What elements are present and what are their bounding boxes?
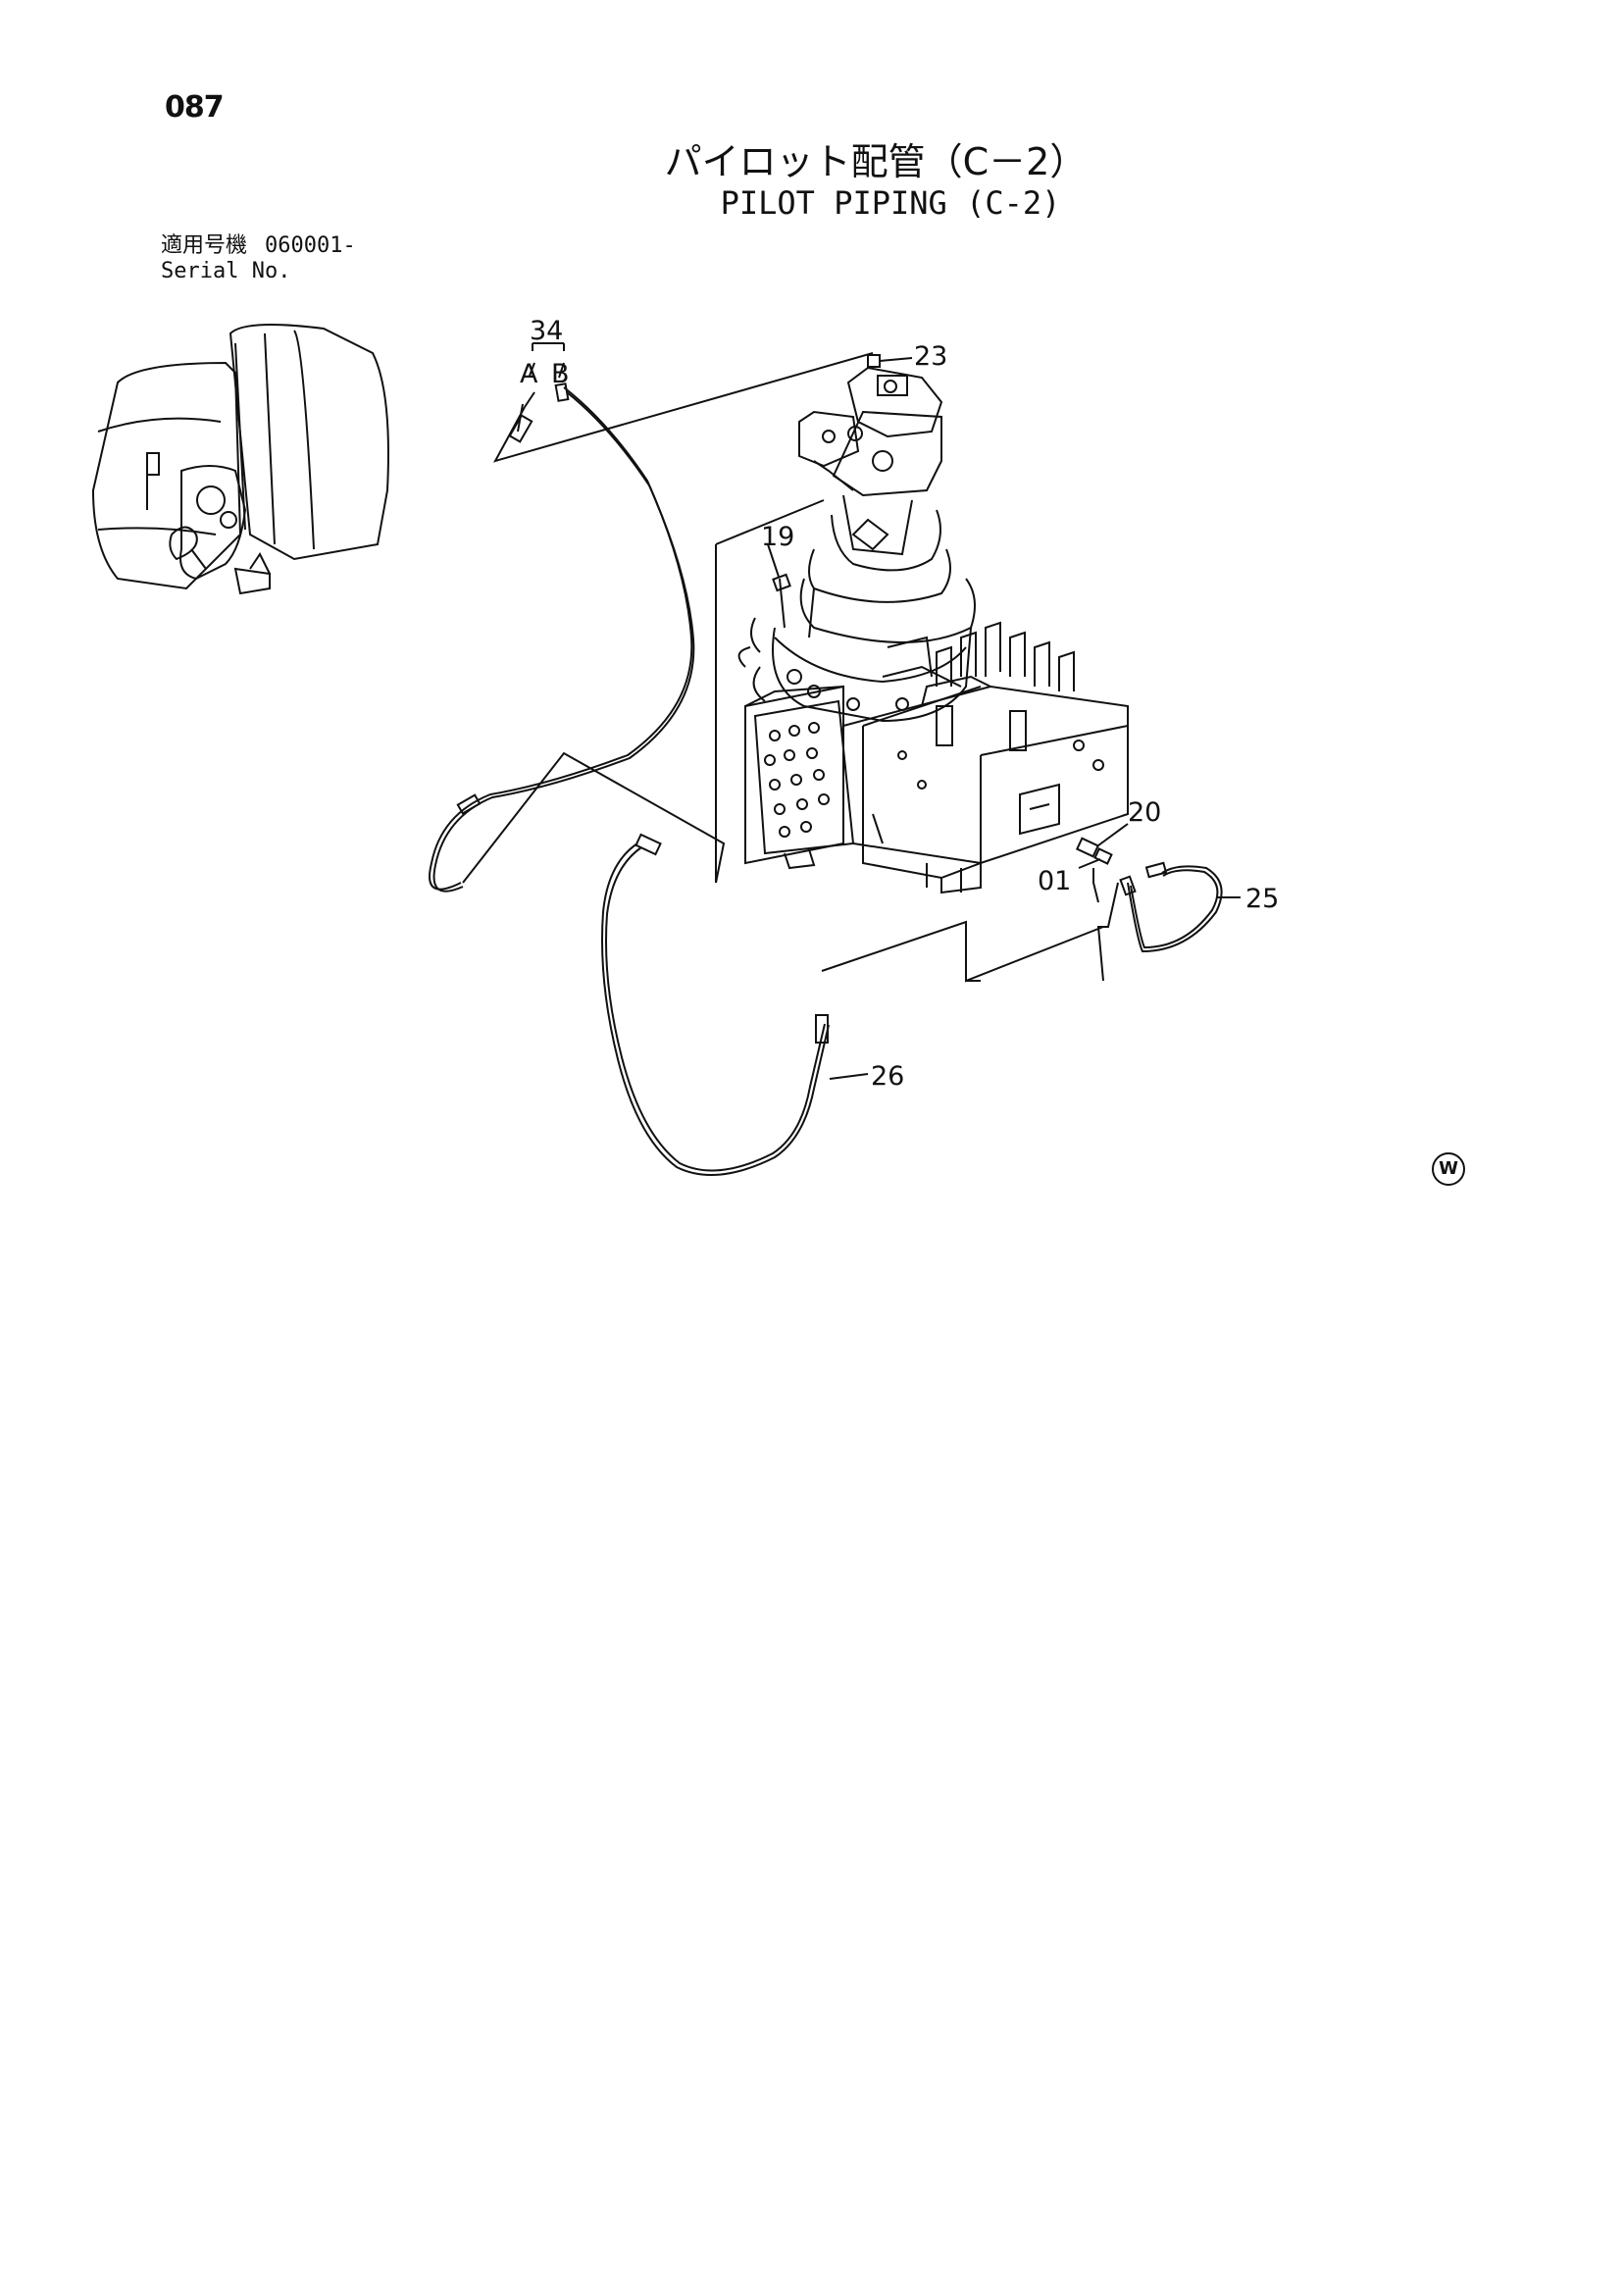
page-number: 087 [165,90,225,125]
w-mark: W [1432,1152,1465,1186]
machine-overview-sketch [91,324,389,595]
callout-34: 34 [530,316,563,346]
serial-number-block: 適用号機 060001- Serial No. [161,233,356,284]
callout-25: 25 [1245,884,1279,914]
callout-34-a: A [520,359,538,389]
pilot-valve-cluster [753,699,855,870]
callout-26: 26 [871,1061,904,1092]
control-valve-block [744,621,1129,894]
callout-19: 19 [761,522,794,552]
callout-23: 23 [914,341,947,372]
swing-motor [798,366,976,643]
serial-label-english: Serial No. [161,259,291,283]
callout-20: 20 [1128,797,1161,828]
serial-label-japanese: 適用号機 [161,233,248,258]
page-title-english: PILOT PIPING (C-2) [720,184,1061,222]
callout-34-b: B [551,359,570,389]
serial-value: 060001- [265,233,356,258]
page-title-japanese: パイロット配管（C－2） [664,140,1088,183]
callout-01: 01 [1038,866,1071,896]
